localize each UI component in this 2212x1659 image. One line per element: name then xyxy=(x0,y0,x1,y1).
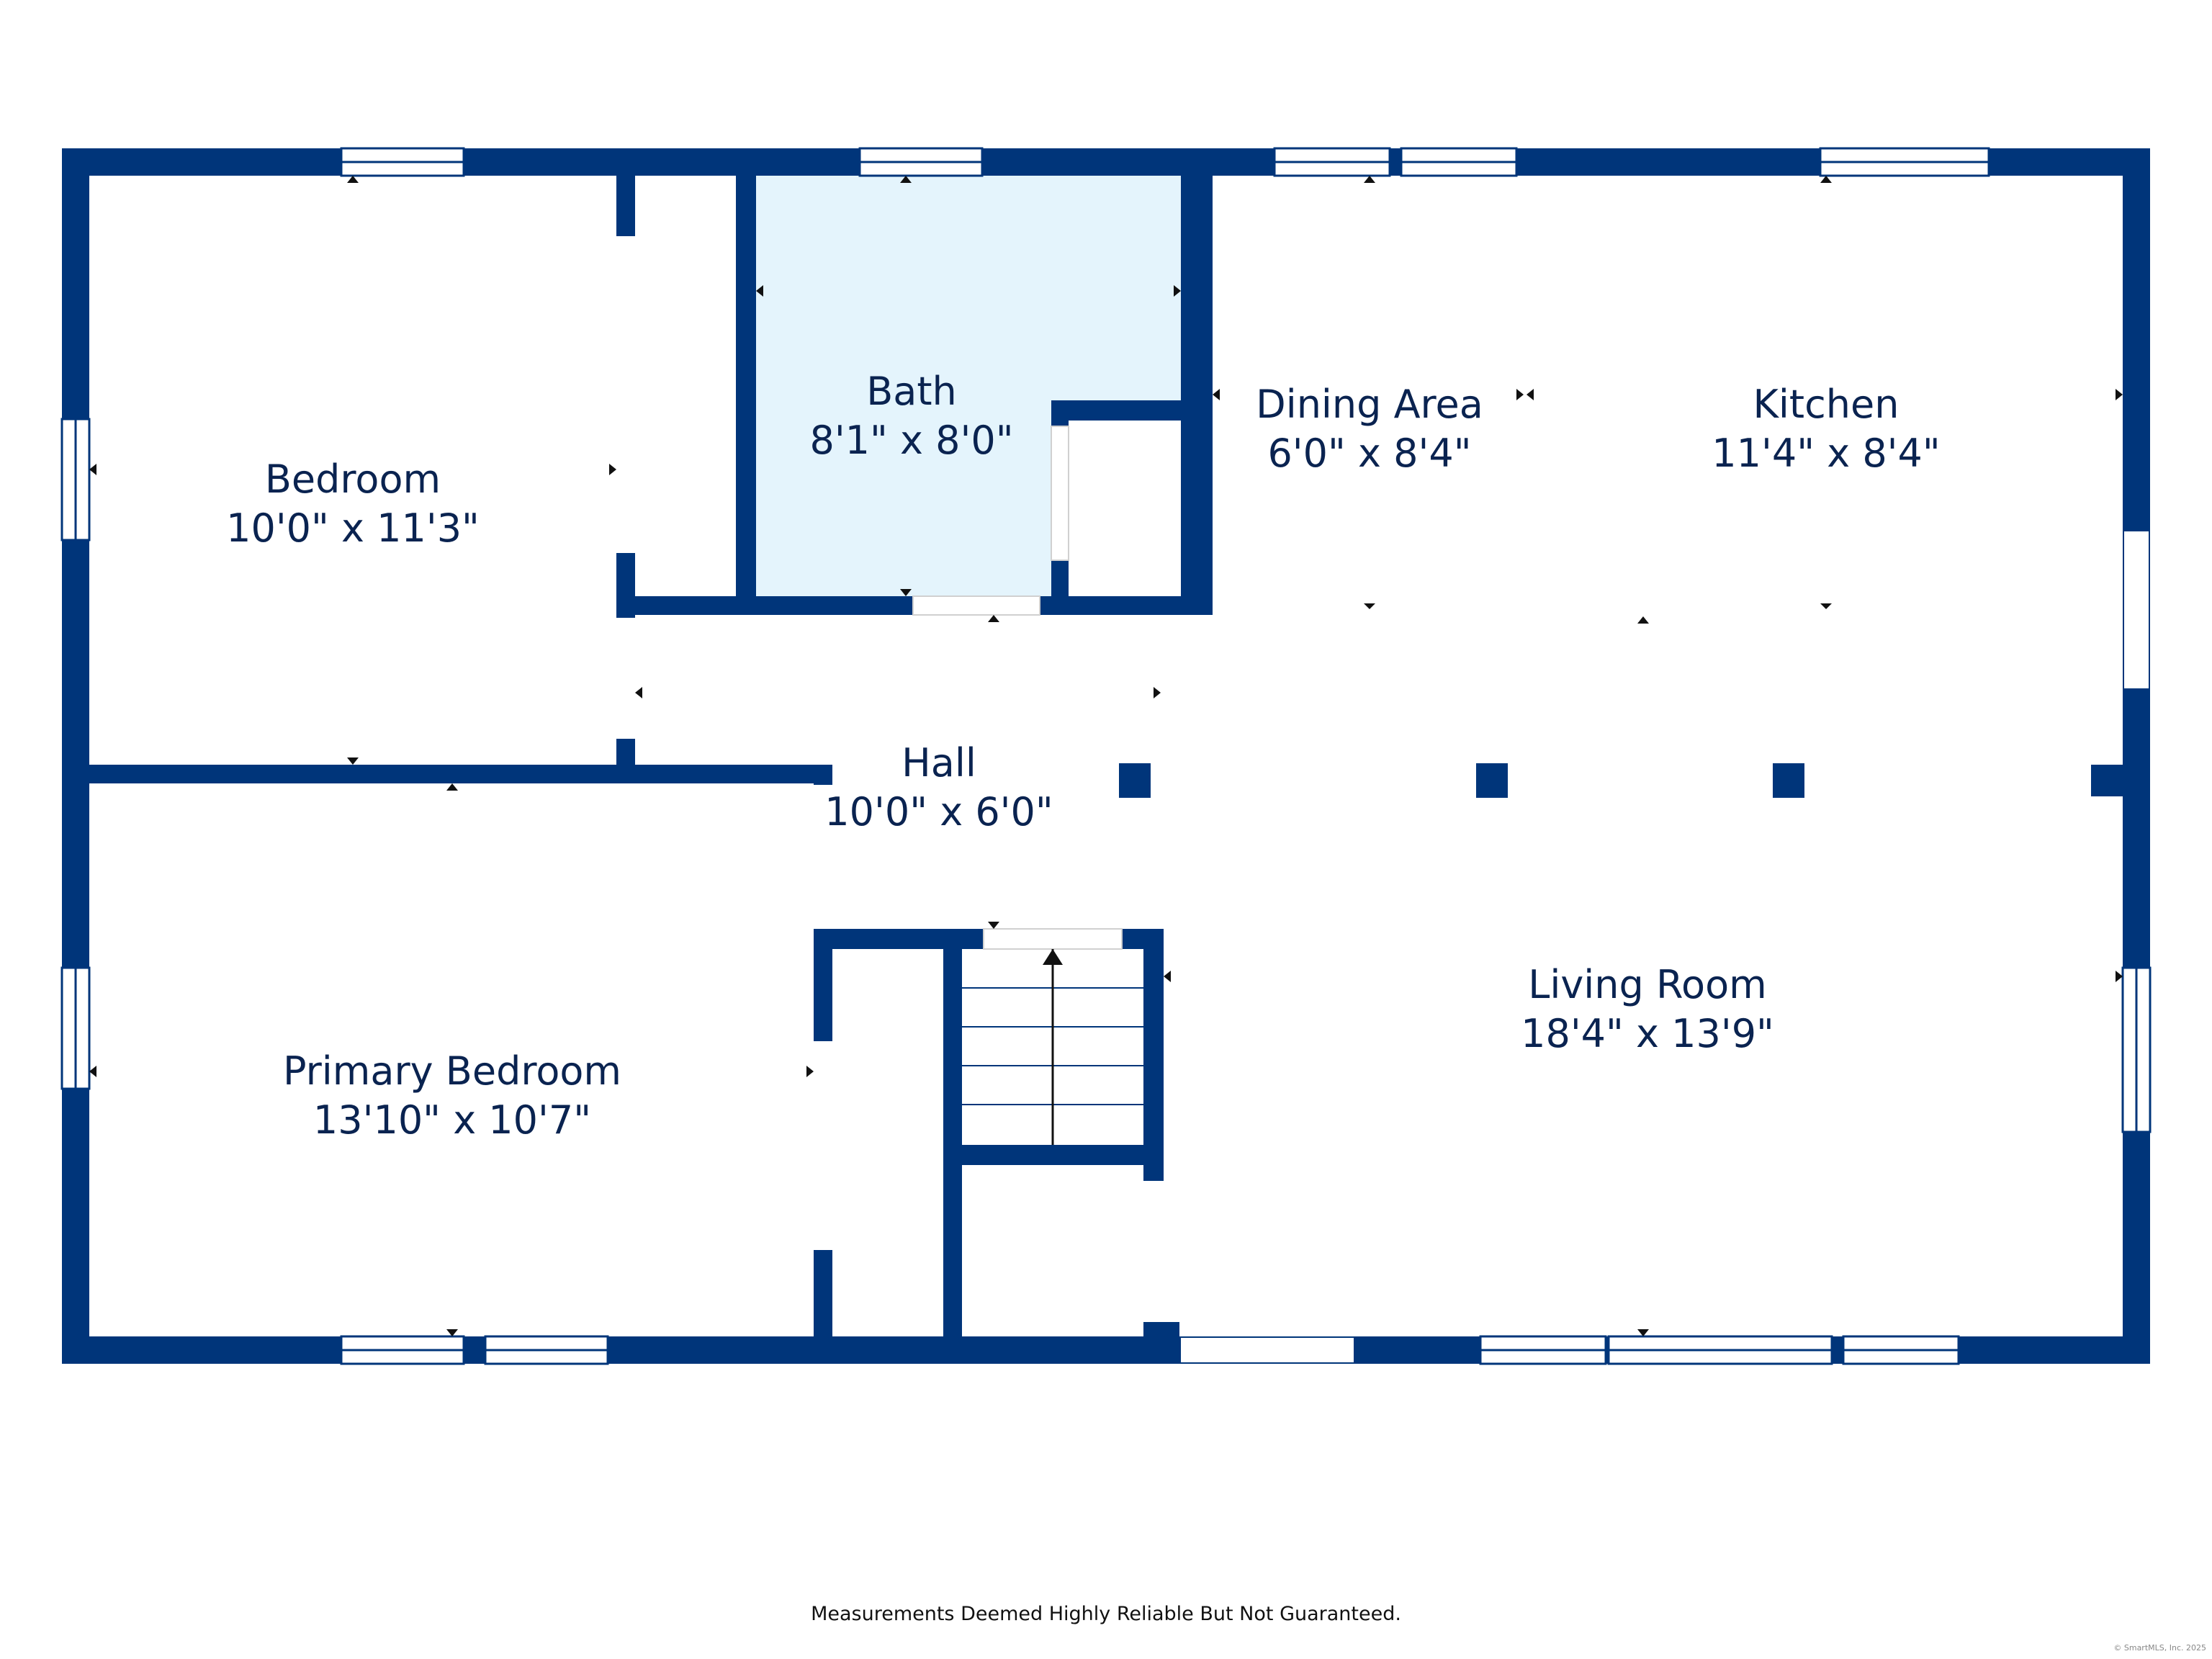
dimension-markers xyxy=(89,176,2123,1336)
measurements-disclaimer: Measurements Deemed Highly Reliable But … xyxy=(811,1603,1401,1625)
room-label-bedroom: Bedroom 10'0" x 11'3" xyxy=(226,455,480,553)
room-dimensions: 8'1" x 8'0" xyxy=(809,418,1014,463)
window xyxy=(1479,1335,1607,1365)
column xyxy=(1476,763,1508,798)
room-name: Living Room xyxy=(1528,962,1767,1007)
room-label-dining-area: Dining Area 6'0" x 8'4" xyxy=(1256,380,1483,478)
room-dimensions: 6'0" x 8'4" xyxy=(1267,431,1472,476)
column xyxy=(1119,763,1151,798)
door-openings xyxy=(912,426,1123,950)
door-opening xyxy=(1051,426,1069,561)
wall xyxy=(616,596,913,615)
room-name: Hall xyxy=(902,740,976,786)
window xyxy=(340,147,465,177)
window xyxy=(60,966,91,1090)
window xyxy=(1819,147,1990,177)
wall xyxy=(736,176,756,615)
room-dimensions: 18'4" x 13'9" xyxy=(1521,1011,1774,1056)
room-dimensions: 10'0" x 6'0" xyxy=(824,789,1053,835)
opening xyxy=(2124,531,2149,688)
wall xyxy=(962,1145,1164,1165)
wall xyxy=(1051,560,1069,615)
room-label-bath: Bath 8'1" x 8'0" xyxy=(809,367,1013,465)
window xyxy=(1400,147,1518,177)
wall xyxy=(943,929,962,1336)
wall xyxy=(1143,929,1164,1181)
bath-fill xyxy=(756,176,1181,596)
room-label-living-room: Living Room 18'4" x 13'9" xyxy=(1521,961,1774,1058)
copyright-notice: © SmartMLS, Inc. 2025 xyxy=(2113,1643,2206,1653)
wall xyxy=(1143,1322,1179,1336)
wall xyxy=(616,739,635,765)
room-name: Kitchen xyxy=(1753,382,1899,427)
room-name: Dining Area xyxy=(1256,382,1483,427)
wall xyxy=(1051,400,1213,421)
wall xyxy=(814,765,832,785)
window xyxy=(1842,1335,1960,1365)
room-label-hall: Hall 10'0" x 6'0" xyxy=(824,739,1053,837)
room-label-kitchen: Kitchen 11'4" x 8'4" xyxy=(1712,380,1940,478)
windows xyxy=(60,147,2152,1365)
window xyxy=(484,1335,609,1365)
exterior-wall-right xyxy=(2123,148,2150,1364)
room-name: Bedroom xyxy=(264,457,441,502)
window xyxy=(1607,1335,1833,1365)
opening xyxy=(1181,1338,1354,1362)
wall xyxy=(89,765,832,783)
window xyxy=(1273,147,1391,177)
exterior-wall-left xyxy=(62,148,89,1364)
room-label-primary-bedroom: Primary Bedroom 13'10" x 10'7" xyxy=(283,1047,621,1145)
room-dimensions: 11'4" x 8'4" xyxy=(1712,431,1941,476)
stairs xyxy=(962,949,1143,1145)
wall xyxy=(814,1250,832,1336)
window xyxy=(2121,966,2152,1133)
wall xyxy=(1181,176,1213,615)
window xyxy=(858,147,984,177)
column xyxy=(2091,765,2123,796)
wall xyxy=(616,176,635,236)
door-opening xyxy=(912,595,1040,616)
room-dimensions: 13'10" x 10'7" xyxy=(313,1097,592,1143)
wall xyxy=(1051,400,1069,426)
window xyxy=(340,1335,465,1365)
room-dimensions: 10'0" x 11'3" xyxy=(226,505,480,551)
column xyxy=(1773,763,1804,798)
door-opening xyxy=(983,928,1123,950)
window xyxy=(60,418,91,541)
openings xyxy=(1181,531,2149,1362)
room-name: Primary Bedroom xyxy=(282,1048,622,1094)
room-name: Bath xyxy=(866,369,957,414)
